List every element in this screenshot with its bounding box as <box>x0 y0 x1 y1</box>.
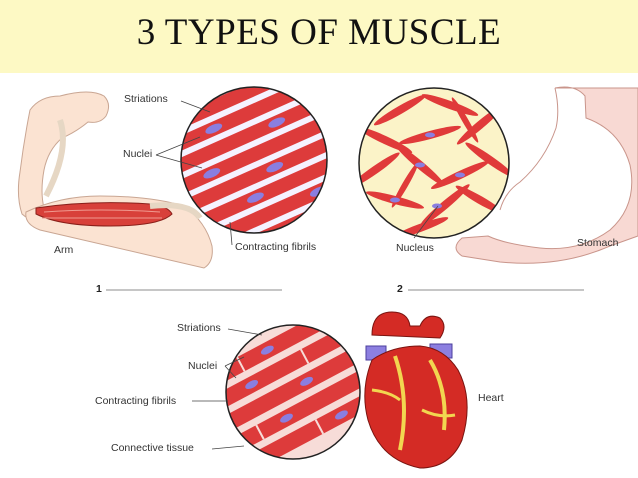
number-1: 1 <box>96 283 102 295</box>
heart-illustration <box>364 311 468 469</box>
biceps-muscle <box>35 202 173 227</box>
stomach-illustration <box>455 86 638 264</box>
label-arm: Arm <box>54 244 74 256</box>
page-title: 3 TYPES OF MUSCLE <box>136 12 502 53</box>
label-connective-tissue: Connective tissue <box>111 442 194 454</box>
label-striations-cardiac: Striations <box>177 322 221 334</box>
label-nuclei-cardiac: Nuclei <box>188 360 218 372</box>
label-heart: Heart <box>478 392 504 404</box>
label-nucleus: Nucleus <box>396 242 434 254</box>
label-contracting-fibrils-cardiac: Contracting fibrils <box>95 395 177 407</box>
label-stomach: Stomach <box>577 237 619 249</box>
title-band <box>0 0 638 73</box>
label-contracting-fibrils-skeletal: Contracting fibrils <box>235 241 317 253</box>
label-striations-skeletal: Striations <box>124 93 168 105</box>
smooth-muscle-circle <box>359 88 509 238</box>
label-nuclei-skeletal: Nuclei <box>123 148 153 160</box>
arm-illustration <box>17 91 213 269</box>
number-2: 2 <box>397 283 403 295</box>
cardiac-muscle-circle <box>226 325 360 459</box>
